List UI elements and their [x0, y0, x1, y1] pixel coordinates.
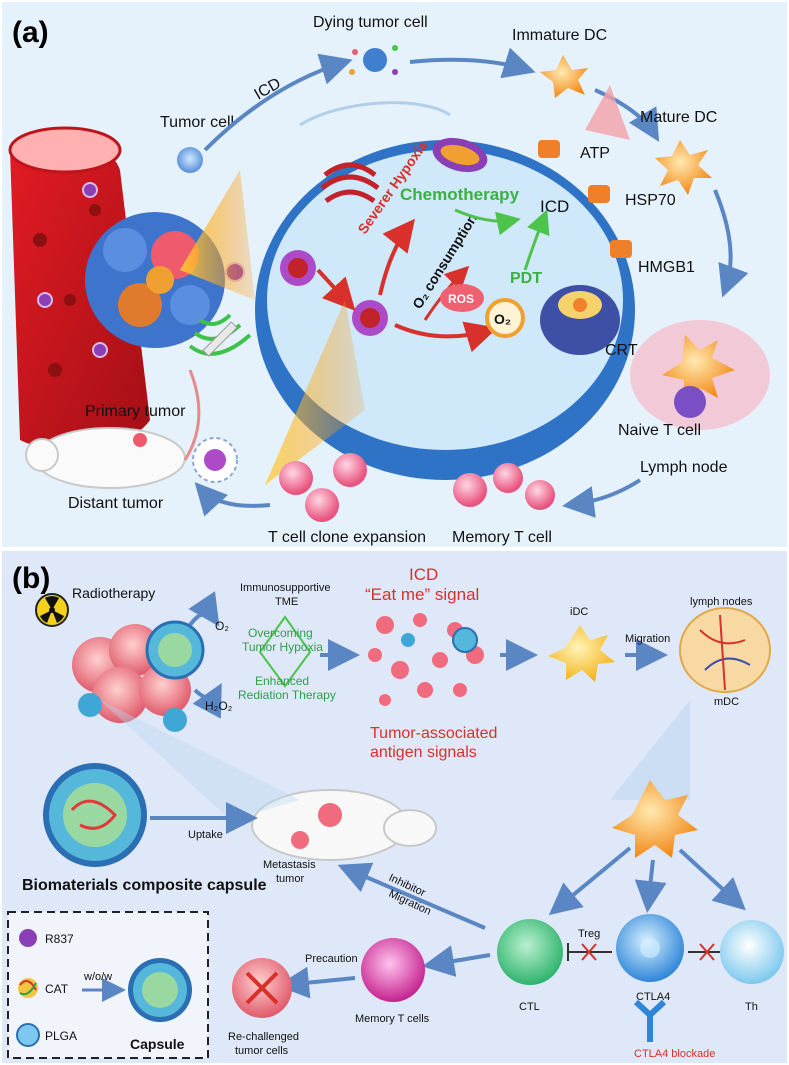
capsule-label: Capsule: [130, 1036, 185, 1052]
ctl-label: CTL: [519, 1001, 540, 1013]
treg-nucleus: [640, 938, 660, 958]
mature-dc-label: Mature DC: [640, 109, 717, 126]
crt-label: CRT: [605, 342, 638, 359]
capsule-fragment-icon: [453, 628, 477, 652]
uptake-label: Uptake: [188, 829, 223, 841]
metastasis-label-2: tumor: [276, 873, 304, 885]
biomaterials-label: Biomaterials composite capsule: [22, 877, 267, 894]
distant-tumor-label: Distant tumor: [68, 495, 164, 512]
overcoming-label-1: Overcoming: [248, 626, 313, 640]
immature-dc-label: Immature DC: [512, 27, 607, 44]
eat-me-label: “Eat me” signal: [365, 585, 479, 604]
panel-b-label: (b): [12, 562, 50, 595]
immunosupportive-label: Immunosupportive: [240, 582, 331, 594]
memory-t-cells-label: Memory T cells: [355, 1013, 430, 1025]
tme-label: TME: [275, 596, 298, 608]
mdc-label: mDC: [714, 696, 739, 708]
rechallenged-label-2: tumor cells: [235, 1045, 289, 1057]
tumor-assoc-label-2: antigen signals: [370, 744, 477, 761]
hsp70-label: HSP70: [625, 192, 676, 209]
rechallenged-tumor-icon: [232, 958, 292, 1018]
lymph-node-icon: [630, 320, 770, 430]
tumor-cell-icon: [177, 147, 203, 173]
ctla4-label: CTLA4: [636, 991, 670, 1003]
plga-label: PLGA: [45, 1029, 77, 1043]
idc-label: iDC: [570, 606, 588, 618]
memory-t-cell-label: Memory T cell: [452, 529, 552, 546]
radiotherapy-label: Radiotherapy: [72, 585, 155, 601]
t-cell-clone-label: T cell clone expansion: [268, 529, 426, 546]
radiation-icon: [36, 594, 68, 626]
enhanced-label-1: Enhanced: [255, 674, 309, 688]
panel-a-label: (a): [12, 16, 49, 49]
tumor-cell-label: Tumor cell: [160, 114, 234, 131]
primary-tumor-label: Primary tumor: [85, 403, 186, 420]
plga-fragment-icon: [401, 633, 415, 647]
lymph-nodes-icon: [680, 608, 770, 692]
ros-label: ROS: [448, 292, 474, 306]
o2-b-label: O₂: [215, 619, 229, 633]
metastasis-label-1: Metastasis: [263, 859, 316, 871]
injected-nanoparticle-icon: [204, 449, 226, 471]
cat-label: CAT: [45, 982, 69, 996]
icd-inner-label: ICD: [540, 197, 569, 216]
ctl-cell-icon: [497, 919, 563, 985]
r837-icon: [19, 929, 37, 947]
dying-tumor-cell-label: Dying tumor cell: [313, 14, 428, 31]
hmgb1-label: HMGB1: [638, 259, 695, 276]
icd-b-label: ICD: [409, 565, 438, 584]
atp-label: ATP: [580, 145, 610, 162]
treg-label: Treg: [578, 928, 600, 940]
plga-icon: [17, 1024, 39, 1046]
enhanced-label-2: Rediation Therapy: [238, 688, 336, 702]
migration-label: Migration: [625, 633, 670, 645]
cat-icon: [18, 978, 38, 998]
memory-t-cells-icon: [361, 938, 425, 1002]
tumor-cluster-icon: [72, 622, 203, 732]
lymph-nodes-label: lymph nodes: [690, 596, 753, 608]
pdt-label: PDT: [510, 270, 542, 287]
capsule-legend-icon: [128, 958, 192, 1022]
h2o2-label: H₂O₂: [205, 699, 233, 713]
r837-label: R837: [45, 932, 74, 946]
o2-label: O₂: [494, 311, 511, 327]
overcoming-label-2: Tumor Hypoxia: [242, 640, 323, 654]
composite-capsule-icon: [43, 763, 147, 867]
lymph-node-label: Lymph node: [640, 459, 728, 476]
tumor-assoc-label-1: Tumor-associated: [370, 725, 497, 742]
naive-t-cell-label: Naive T cell: [618, 422, 701, 439]
chemotherapy-label: Chemotherapy: [400, 185, 520, 204]
th-label: Th: [745, 1001, 758, 1013]
th-cell-icon: [720, 920, 784, 984]
ctla4-blockade-label: CTLA4 blockade: [634, 1048, 715, 1060]
precaution-label: Precaution: [305, 953, 358, 965]
wow-label: w/o/w: [83, 971, 112, 983]
rechallenged-label-1: Re-challenged: [228, 1031, 299, 1043]
